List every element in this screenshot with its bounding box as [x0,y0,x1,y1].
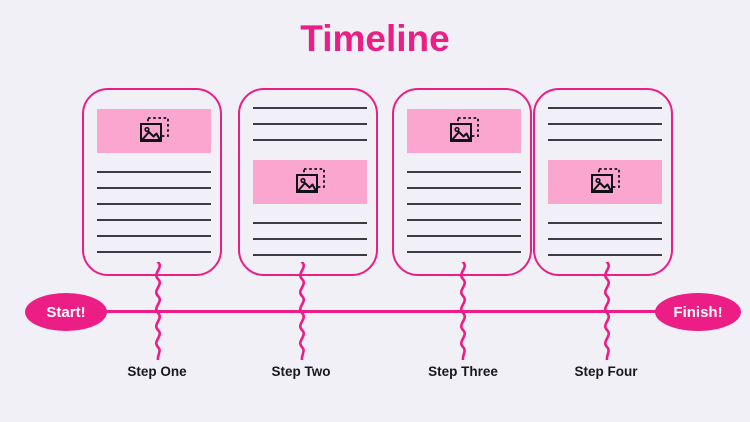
text-rule [548,254,662,256]
squiggle-connector-2 [299,262,305,360]
squiggle-connector-4 [604,262,610,360]
step-card-4-content [548,104,662,270]
step-label-2: Step Two [271,364,331,379]
image-placeholder-3 [407,109,521,153]
step-label-3: Step Three [428,364,498,379]
step-card-3-rules [407,171,521,267]
text-rule [548,222,662,224]
text-rule [407,171,521,173]
text-rule [548,139,662,141]
image-placeholder-4 [548,160,662,204]
squiggle-connector-3 [460,262,466,360]
text-rule [253,107,367,109]
text-rule [97,219,211,221]
step-card-3[interactable] [392,88,532,276]
step-card-3-content [407,104,521,267]
image-placeholder-1 [97,109,211,153]
image-placeholder-icon [591,168,620,193]
squiggle-connector-1 [155,262,161,360]
text-rule [253,254,367,256]
text-rule [407,251,521,253]
step-card-2-rules-top [253,107,367,155]
text-rule [97,203,211,205]
image-placeholder-2 [253,160,367,204]
start-badge[interactable]: Start! [25,293,107,331]
step-card-2-content [253,104,367,270]
text-rule [97,235,211,237]
step-card-4[interactable] [533,88,673,276]
page-title: Timeline [300,18,450,59]
text-rule [97,187,211,189]
text-rule [548,123,662,125]
text-rule [548,238,662,240]
step-card-4-rules-bottom [548,222,662,270]
step-card-2[interactable] [238,88,378,276]
text-rule [253,139,367,141]
start-badge-label: Start! [46,303,86,321]
finish-badge[interactable]: Finish! [655,293,741,331]
step-card-1[interactable] [82,88,222,276]
text-rule [253,123,367,125]
step-label-4: Step Four [574,364,638,379]
text-rule [407,219,521,221]
timeline-axis [60,310,700,314]
step-card-4-rules-top [548,107,662,155]
text-rule [97,251,211,253]
step-card-1-rules [97,171,211,267]
text-rule [407,203,521,205]
text-rule [253,238,367,240]
text-rule [97,171,211,173]
text-rule [253,222,367,224]
image-placeholder-icon [296,168,325,193]
step-label-1: Step One [127,364,187,379]
image-placeholder-icon [450,117,479,142]
finish-badge-label: Finish! [673,303,723,321]
step-card-1-content [97,104,211,267]
image-placeholder-icon [140,117,169,142]
text-rule [548,107,662,109]
text-rule [407,187,521,189]
text-rule [407,235,521,237]
step-card-2-rules-bottom [253,222,367,270]
